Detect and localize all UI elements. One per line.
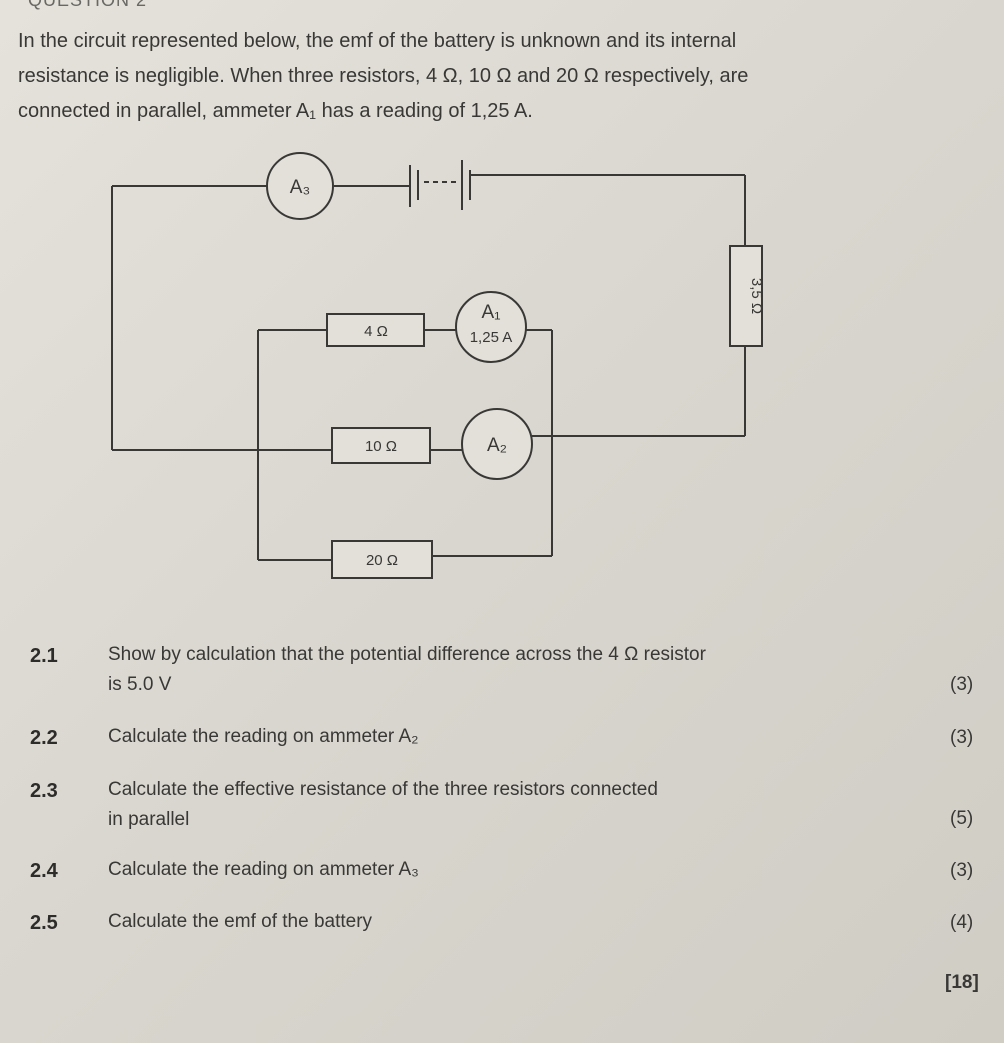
question-marks: (5) [950, 808, 974, 829]
resistor-20-ohm-label: 20 Ω [366, 552, 398, 569]
resistor-4-ohm-label: 4 Ω [364, 323, 388, 340]
question-line: in parallel [108, 809, 190, 830]
question-text: Calculate the reading on ammeter A₂ [108, 722, 419, 752]
intro-line: connected in parallel, ammeter A₁ has a … [18, 100, 533, 122]
question-text: Show by calculation that the potential d… [108, 640, 706, 700]
question-number: 2.3 [30, 780, 58, 802]
circuit-diagram: A₃ 3,5 Ω 4 Ω A₁ 1,25 A 10 Ω A₂ 20 Ω [111, 152, 765, 579]
ammeter-a3-label: A₃ [290, 177, 310, 198]
resistor-10-ohm-label: 10 Ω [365, 438, 397, 455]
total-marks: [18] [945, 972, 979, 993]
question-marks: (3) [950, 727, 974, 748]
question-intro: In the circuit represented below, the em… [18, 24, 918, 129]
battery-symbol [409, 160, 471, 210]
ammeter-a3 [266, 152, 334, 220]
question-line: Calculate the reading on ammeter A₂ [108, 726, 419, 747]
question-line: Show by calculation that the potential d… [108, 644, 706, 665]
ammeter-a1-reading: 1,25 A [470, 329, 513, 346]
question-text: Calculate the emf of the battery [108, 907, 372, 937]
resistor-20-ohm [331, 540, 433, 579]
intro-line: resistance is negligible. When three res… [18, 65, 749, 87]
question-marks: (3) [950, 674, 974, 695]
question-number: 2.4 [30, 860, 58, 882]
resistor-3-5-ohm [729, 245, 763, 347]
question-text: Calculate the reading on ammeter A₃ [108, 855, 419, 885]
ammeter-a2-label: A₂ [487, 435, 507, 456]
resistor-4-ohm [326, 313, 425, 347]
ammeter-a1-label: A₁ [481, 302, 500, 323]
question-text: Calculate the effective resistance of th… [108, 775, 658, 835]
ammeter-a2 [461, 408, 533, 480]
question-line: Calculate the effective resistance of th… [108, 779, 658, 800]
resistor-10-ohm [331, 427, 431, 464]
intro-line: In the circuit represented below, the em… [18, 30, 737, 52]
question-number: 2.5 [30, 912, 58, 934]
question-number: 2.2 [30, 727, 58, 749]
question-marks: (3) [950, 860, 974, 881]
question-line: Calculate the reading on ammeter A₃ [108, 859, 419, 880]
question-marks: (4) [950, 912, 974, 933]
question-heading: QUESTION 2 [28, 0, 148, 10]
ammeter-a1 [455, 291, 527, 363]
question-line: is 5.0 V [108, 674, 172, 695]
question-number: 2.1 [30, 645, 58, 667]
resistor-3-5-ohm-label: 3,5 Ω [748, 278, 765, 314]
question-line: Calculate the emf of the battery [108, 911, 373, 932]
